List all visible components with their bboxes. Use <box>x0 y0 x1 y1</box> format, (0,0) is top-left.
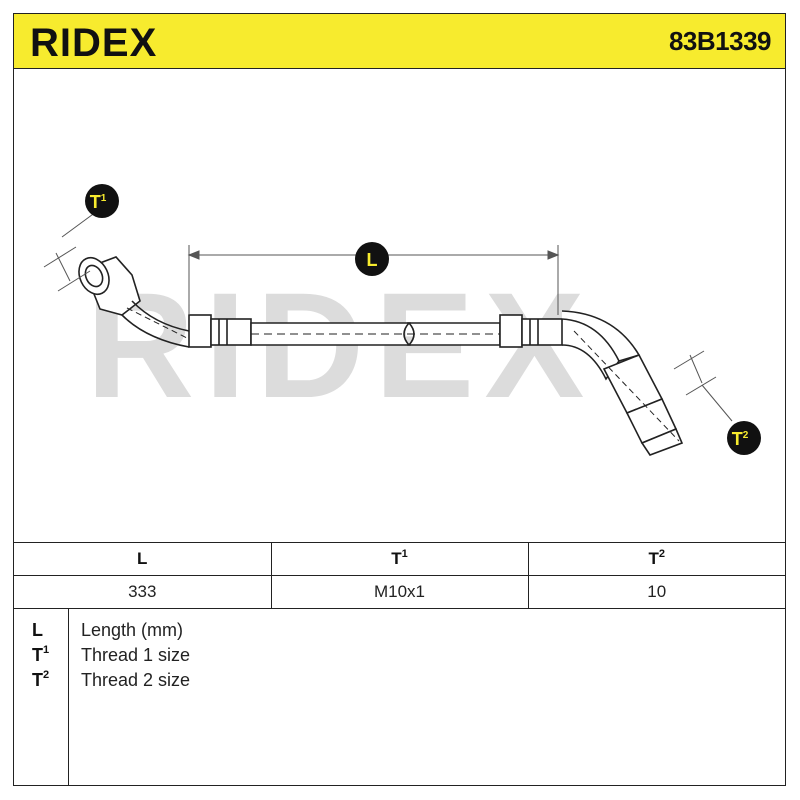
badge-t1-letter: T <box>90 192 101 212</box>
right-bend-inner <box>561 344 620 381</box>
spec-header-t1: T1 <box>271 542 529 576</box>
badge-t1: T1 <box>85 184 119 218</box>
badge-t2-text: T2 <box>732 429 749 449</box>
left-bend-center <box>126 307 190 340</box>
dimension-t1 <box>43 208 101 292</box>
hose-body <box>250 322 501 346</box>
part-number: 83B1339 <box>668 26 772 56</box>
crimp-right-ring <box>499 314 523 348</box>
left-bend-outer <box>131 300 190 332</box>
right-centerline <box>573 330 680 442</box>
spec-value-row: 333 M10x1 10 <box>14 575 785 609</box>
crimp-right-sleeve <box>521 318 563 346</box>
dim-l-arrow-left <box>187 250 200 260</box>
legend-key-t1: T1 <box>32 644 50 666</box>
legend-key-t2-text: T <box>32 670 43 690</box>
badge-t2-circle <box>727 421 761 455</box>
spec-value-t2: 10 <box>528 575 785 609</box>
spec-value-l: 333 <box>14 575 272 609</box>
dim-t2-ext-b <box>685 376 717 396</box>
dim-t2-ext-a <box>673 350 705 370</box>
badge-l-circle <box>355 242 389 276</box>
legend-key-l-text: L <box>32 620 43 640</box>
dimension-t2 <box>673 350 733 422</box>
spec-header-l-text: L <box>137 549 148 568</box>
spec-table: L T1 T2 333 M10x1 10 <box>14 542 785 609</box>
crimp-left-sleeve <box>210 318 252 346</box>
fitting-right <box>561 310 684 456</box>
spec-header-t1-text: T <box>391 549 402 568</box>
spec-header-t2-sup: 2 <box>658 548 665 560</box>
spec-value-t1: M10x1 <box>271 575 529 609</box>
spec-header-t2-text: T <box>648 549 659 568</box>
dim-t1-ext-b <box>57 270 91 292</box>
legend-row-l: L Length (mm) <box>14 620 785 645</box>
badge-t2: T2 <box>727 421 761 455</box>
hose-diagram: RIDEX <box>43 184 761 456</box>
dim-t1-line <box>55 252 71 282</box>
legend-key-l: L <box>32 620 43 641</box>
dim-t2-line <box>689 354 703 384</box>
spec-header-l: L <box>14 542 272 576</box>
legend-key-t1-sup: 1 <box>43 644 50 656</box>
right-fitting-tip <box>640 427 684 456</box>
badge-l: L <box>355 242 389 276</box>
badge-t2-letter: T <box>732 429 743 449</box>
legend-row-t1: T1 Thread 1 size <box>14 644 785 670</box>
dim-l-arrow-right <box>547 250 560 260</box>
ridex-logo: RIDEX <box>30 21 157 65</box>
legend-key-t2: T2 <box>32 669 50 691</box>
header-bar: RIDEX 83B1339 <box>14 14 785 69</box>
legend-key-t2-sup: 2 <box>43 669 50 681</box>
badge-t1-sup: 1 <box>101 193 107 204</box>
dim-t2-leader <box>701 384 733 422</box>
legend-desc-l: Length (mm) <box>81 620 184 640</box>
legend-divider <box>68 608 69 785</box>
crimp-left <box>188 314 252 348</box>
legend-desc-t2: Thread 2 size <box>81 670 191 690</box>
legend-row-t2: T2 Thread 2 size <box>14 669 785 695</box>
hose-right-segment <box>407 322 501 346</box>
badge-l-text: L <box>367 250 378 270</box>
brand-text: RIDEX <box>30 21 157 65</box>
crimp-left-ring <box>188 314 212 348</box>
badge-t1-circle <box>85 184 119 218</box>
left-bend-inner <box>121 314 190 348</box>
spec-header-t2: T2 <box>528 542 785 576</box>
spec-header-t1-sup: 1 <box>401 548 408 560</box>
dim-t1-ext-a <box>43 246 77 268</box>
fitting-left <box>78 256 190 348</box>
badge-t1-text: T1 <box>90 192 107 212</box>
badge-t2-sup: 2 <box>743 430 749 441</box>
spec-header-row: L T1 T2 <box>14 542 785 576</box>
legend: L Length (mm) T1 Thread 1 size T2 Thread… <box>14 608 785 785</box>
legend-desc-t1: Thread 1 size <box>81 645 191 665</box>
crimp-right <box>499 314 563 348</box>
drawing-sheet: RIDEX 83B1339 RIDEX <box>13 13 786 786</box>
legend-key-t1-text: T <box>32 645 43 665</box>
